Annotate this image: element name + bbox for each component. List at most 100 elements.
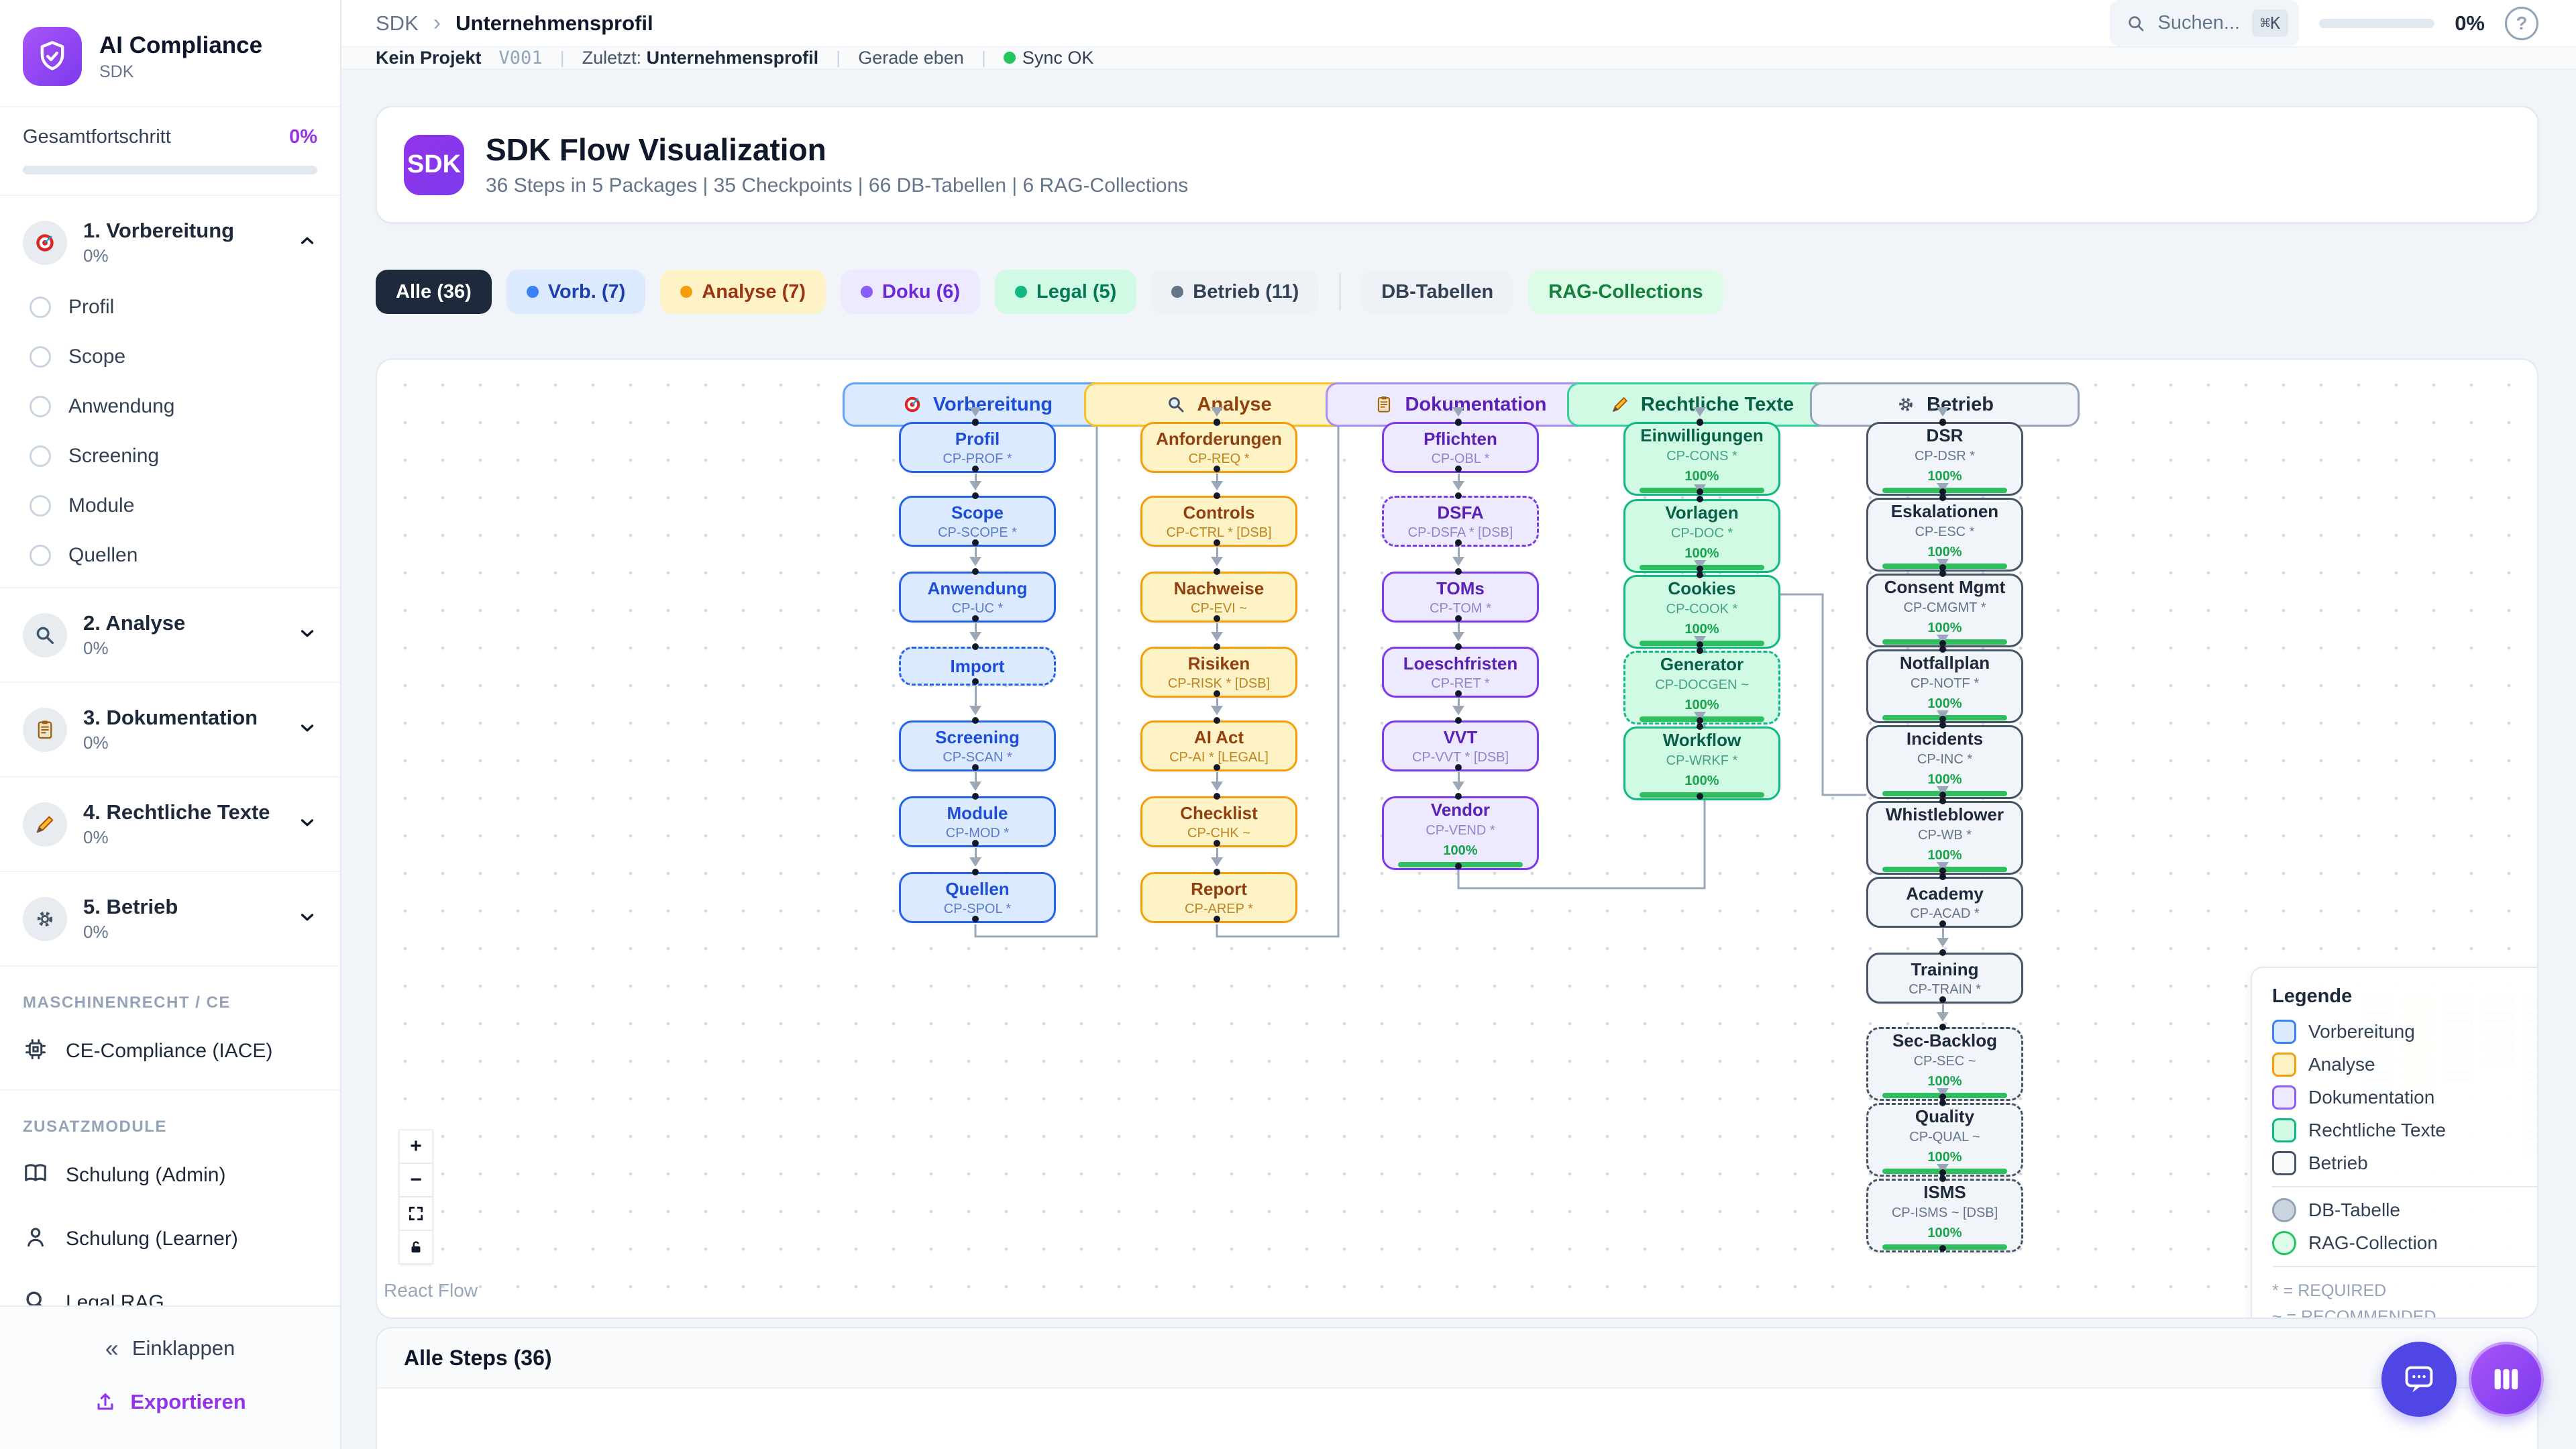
legend-item-dokumentation: Dokumentation xyxy=(2272,1085,2537,1110)
node-progress-value: 100% xyxy=(1927,620,1962,635)
sidebar-item-module[interactable]: Module xyxy=(0,481,340,531)
export-button[interactable]: Exportieren xyxy=(0,1375,340,1429)
filter-doku-6[interactable]: Doku (6) xyxy=(841,270,981,314)
chevron-down-icon xyxy=(297,623,317,647)
node-handle xyxy=(1455,764,1462,771)
package-header-vorbereitung[interactable]: Vorbereitung xyxy=(843,382,1112,427)
divider xyxy=(0,587,340,588)
filter-alle-36[interactable]: Alle (36) xyxy=(376,270,492,314)
fit-view-button[interactable] xyxy=(399,1197,433,1230)
filter-vorb-7[interactable]: Vorb. (7) xyxy=(506,270,646,314)
node-title: Generator xyxy=(1660,654,1744,675)
sidebar-item-profil[interactable]: Profil xyxy=(0,282,340,332)
board-view-fab-button[interactable] xyxy=(2469,1342,2544,1417)
sidebar-item-screening[interactable]: Screening xyxy=(0,431,340,481)
user-icon xyxy=(23,1224,48,1253)
node-title: ISMS xyxy=(1923,1182,1966,1203)
node-handle xyxy=(1939,1024,1946,1030)
item-label: CE-Compliance (IACE) xyxy=(66,1039,273,1062)
filter-rag-collections[interactable]: RAG-Collections xyxy=(1528,270,1723,314)
flow-header-card: SDK SDK Flow Visualization 36 Steps in 5… xyxy=(376,106,2538,223)
filter-analyse-7[interactable]: Analyse (7) xyxy=(660,270,826,314)
node-checkpoint-id: CP-SEC ~ xyxy=(1913,1053,1976,1069)
help-button[interactable]: ? xyxy=(2505,6,2538,40)
divider xyxy=(0,965,340,967)
sidebar-item-quellen[interactable]: Quellen xyxy=(0,531,340,580)
last-step-label: Zuletzt: Unternehmensprofil xyxy=(582,48,819,68)
node-handle xyxy=(1697,641,1703,648)
node-handle xyxy=(1697,488,1703,495)
legend-item-betrieb: Betrieb xyxy=(2272,1151,2537,1175)
node-checkpoint-id: CP-TOM * xyxy=(1430,601,1491,616)
node-title: Einwilligungen xyxy=(1640,425,1764,446)
sidebar-item-schulung-learner[interactable]: Schulung (Learner) xyxy=(0,1207,340,1271)
last-saved-time: Gerade eben xyxy=(858,48,964,68)
sidebar-item-anwendung[interactable]: Anwendung xyxy=(0,382,340,431)
item-label: Schulung (Learner) xyxy=(66,1227,238,1250)
clipboard-icon xyxy=(1374,394,1394,415)
node-handle xyxy=(1939,722,1946,729)
flow-edge-arrowhead xyxy=(1937,938,1949,947)
node-handle xyxy=(1214,717,1220,724)
node-title: Academy xyxy=(1906,883,1984,904)
search-input[interactable]: Suchen... ⌘K xyxy=(2109,0,2300,46)
sidebar-item-schulung-admin[interactable]: Schulung (Admin) xyxy=(0,1143,340,1207)
sidebar-item-ce-compliance-iace[interactable]: CE-Compliance (IACE) xyxy=(0,1019,340,1083)
breadcrumb-root[interactable]: SDK xyxy=(376,11,419,35)
zoom-in-button[interactable]: + xyxy=(399,1130,433,1163)
filter-dot xyxy=(526,286,539,298)
search-icon xyxy=(2128,15,2143,31)
node-handle xyxy=(1697,717,1703,724)
node-import[interactable]: Import xyxy=(899,647,1056,686)
chat-fab-button[interactable] xyxy=(2381,1342,2457,1417)
collapse-sidebar-button[interactable]: « Einklappen xyxy=(0,1322,340,1375)
flow-edge xyxy=(974,686,977,707)
legend-item-db-tabelle: DB-Tabelle xyxy=(2272,1198,2537,1222)
node-title: Checklist xyxy=(1180,802,1258,823)
filter-db-tabellen[interactable]: DB-Tabellen xyxy=(1361,270,1514,314)
lock-button[interactable] xyxy=(399,1230,433,1264)
node-handle xyxy=(1214,419,1220,425)
divider xyxy=(0,871,340,872)
filter-betrieb-11[interactable]: Betrieb (11) xyxy=(1151,270,1320,314)
zoom-out-button[interactable]: − xyxy=(399,1163,433,1197)
node-checkpoint-id: CP-SPOL * xyxy=(943,902,1012,917)
sidebar-item-scope[interactable]: Scope xyxy=(0,332,340,382)
node-checkpoint-id: CP-COOK * xyxy=(1666,601,1738,616)
node-handle xyxy=(1697,572,1703,578)
node-handle xyxy=(1214,793,1220,800)
node-title: Report xyxy=(1191,878,1247,899)
node-handle xyxy=(1939,1093,1946,1100)
sidebar-item-legal-rag[interactable]: Legal RAG xyxy=(0,1271,340,1305)
filter-legal-5[interactable]: Legal (5) xyxy=(995,270,1137,314)
